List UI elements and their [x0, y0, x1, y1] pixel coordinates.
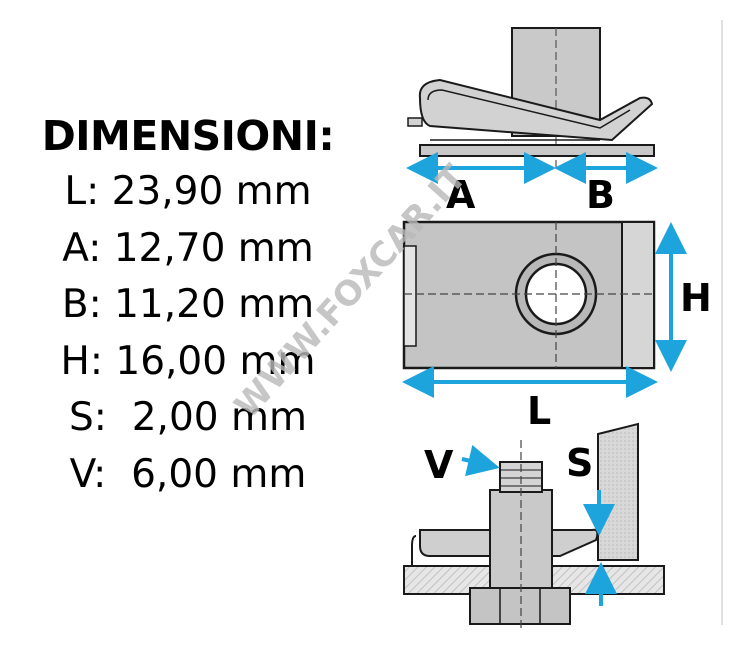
clip-spring [418, 78, 654, 142]
top-view [402, 220, 656, 370]
label-h: H [680, 276, 712, 320]
label-a: A [446, 173, 476, 217]
bolt-thread [499, 461, 543, 493]
label-l: L [527, 389, 551, 433]
dimension-v: V: 6,00 mm [69, 451, 307, 497]
dimension-s: S: 2,00 mm [69, 395, 307, 440]
dimension-b: B: 11,20 mm [61, 282, 315, 327]
side-panel [597, 422, 639, 561]
label-s: S [566, 441, 593, 485]
dimensions-panel: DIMENSIONI: L: 23,90 mm A: 12,70 mm B: 1… [18, 108, 358, 503]
dimensions-title: DIMENSIONI: [41, 112, 335, 160]
side-view [407, 27, 655, 170]
dimension-l: L: 23,90 mm [64, 169, 312, 214]
label-v: V [424, 443, 454, 487]
dimension-a: A: 12,70 mm [62, 225, 314, 271]
base-plate [419, 144, 655, 157]
dimension-v-arrow [461, 444, 500, 477]
installed-view [403, 422, 665, 630]
dimension-h: H: 16,00 mm [60, 338, 316, 384]
nut [469, 587, 571, 625]
label-b: B [586, 173, 615, 217]
